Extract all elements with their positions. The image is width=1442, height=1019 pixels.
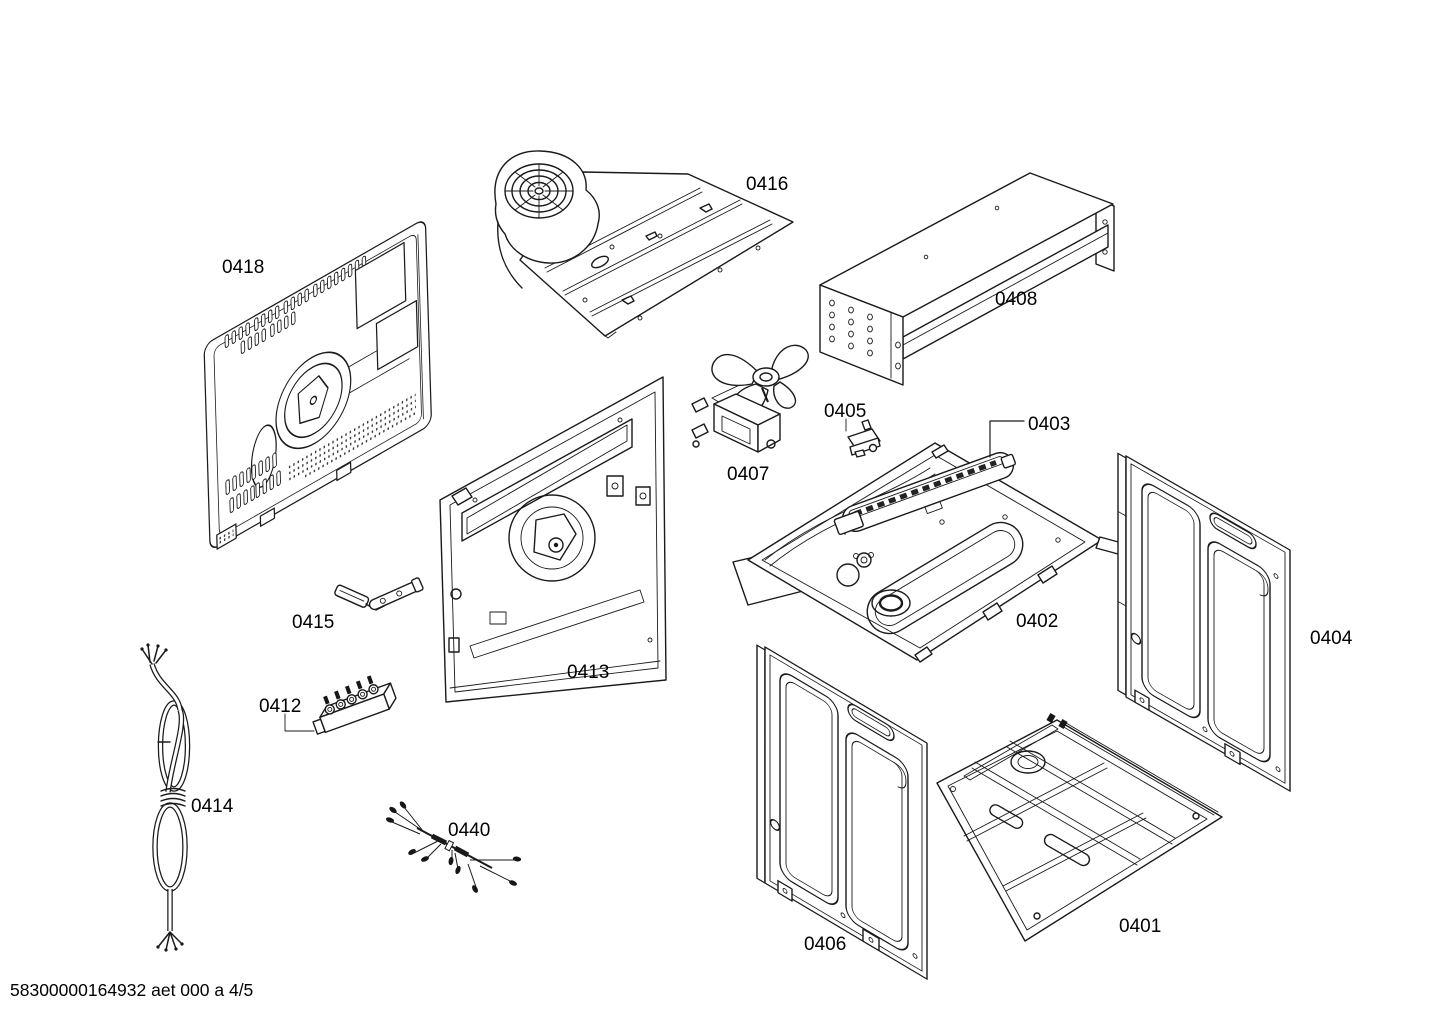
part-label-0402: 0402 [1016, 611, 1058, 632]
part-drawing-0402 [732, 442, 1123, 663]
part-label-0404: 0404 [1310, 628, 1353, 649]
part-drawing-0408 [819, 172, 1115, 386]
part-label-0406: 0406 [804, 934, 846, 955]
part-drawing-0401 [936, 713, 1223, 942]
part-drawing-0440 [385, 801, 522, 893]
part-label-0403: 0403 [1028, 414, 1070, 435]
part-label-0413: 0413 [567, 662, 609, 683]
part-label-0408: 0408 [995, 289, 1037, 310]
part-label-0418: 0418 [222, 257, 264, 278]
part-drawing-0416 [494, 150, 794, 339]
part-label-0401: 0401 [1119, 916, 1161, 937]
part-label-0412: 0412 [259, 696, 301, 717]
part-label-0416: 0416 [746, 174, 788, 195]
part-drawing-0412 [284, 675, 397, 735]
doc-code: 58300000164932 aet 000 a 4/5 [10, 980, 253, 1000]
part-drawing-0414 [140, 643, 191, 952]
part-label-0407: 0407 [727, 464, 769, 485]
part-label-0415: 0415 [292, 612, 334, 633]
part-drawing-0418 [203, 221, 432, 550]
part-label-0414: 0414 [191, 796, 234, 817]
part-drawing-0405 [845, 418, 881, 458]
part-drawing-0404 [1117, 452, 1291, 792]
part-drawing-0413 [439, 376, 667, 703]
part-drawing-0403 [833, 451, 1016, 536]
part-label-0440: 0440 [448, 820, 490, 841]
leader-lines [989, 420, 1025, 458]
part-drawing-0406 [756, 644, 928, 980]
part-drawing-0415 [334, 577, 424, 611]
part-label-0405: 0405 [824, 401, 866, 422]
part-drawing-0407 [691, 344, 809, 453]
